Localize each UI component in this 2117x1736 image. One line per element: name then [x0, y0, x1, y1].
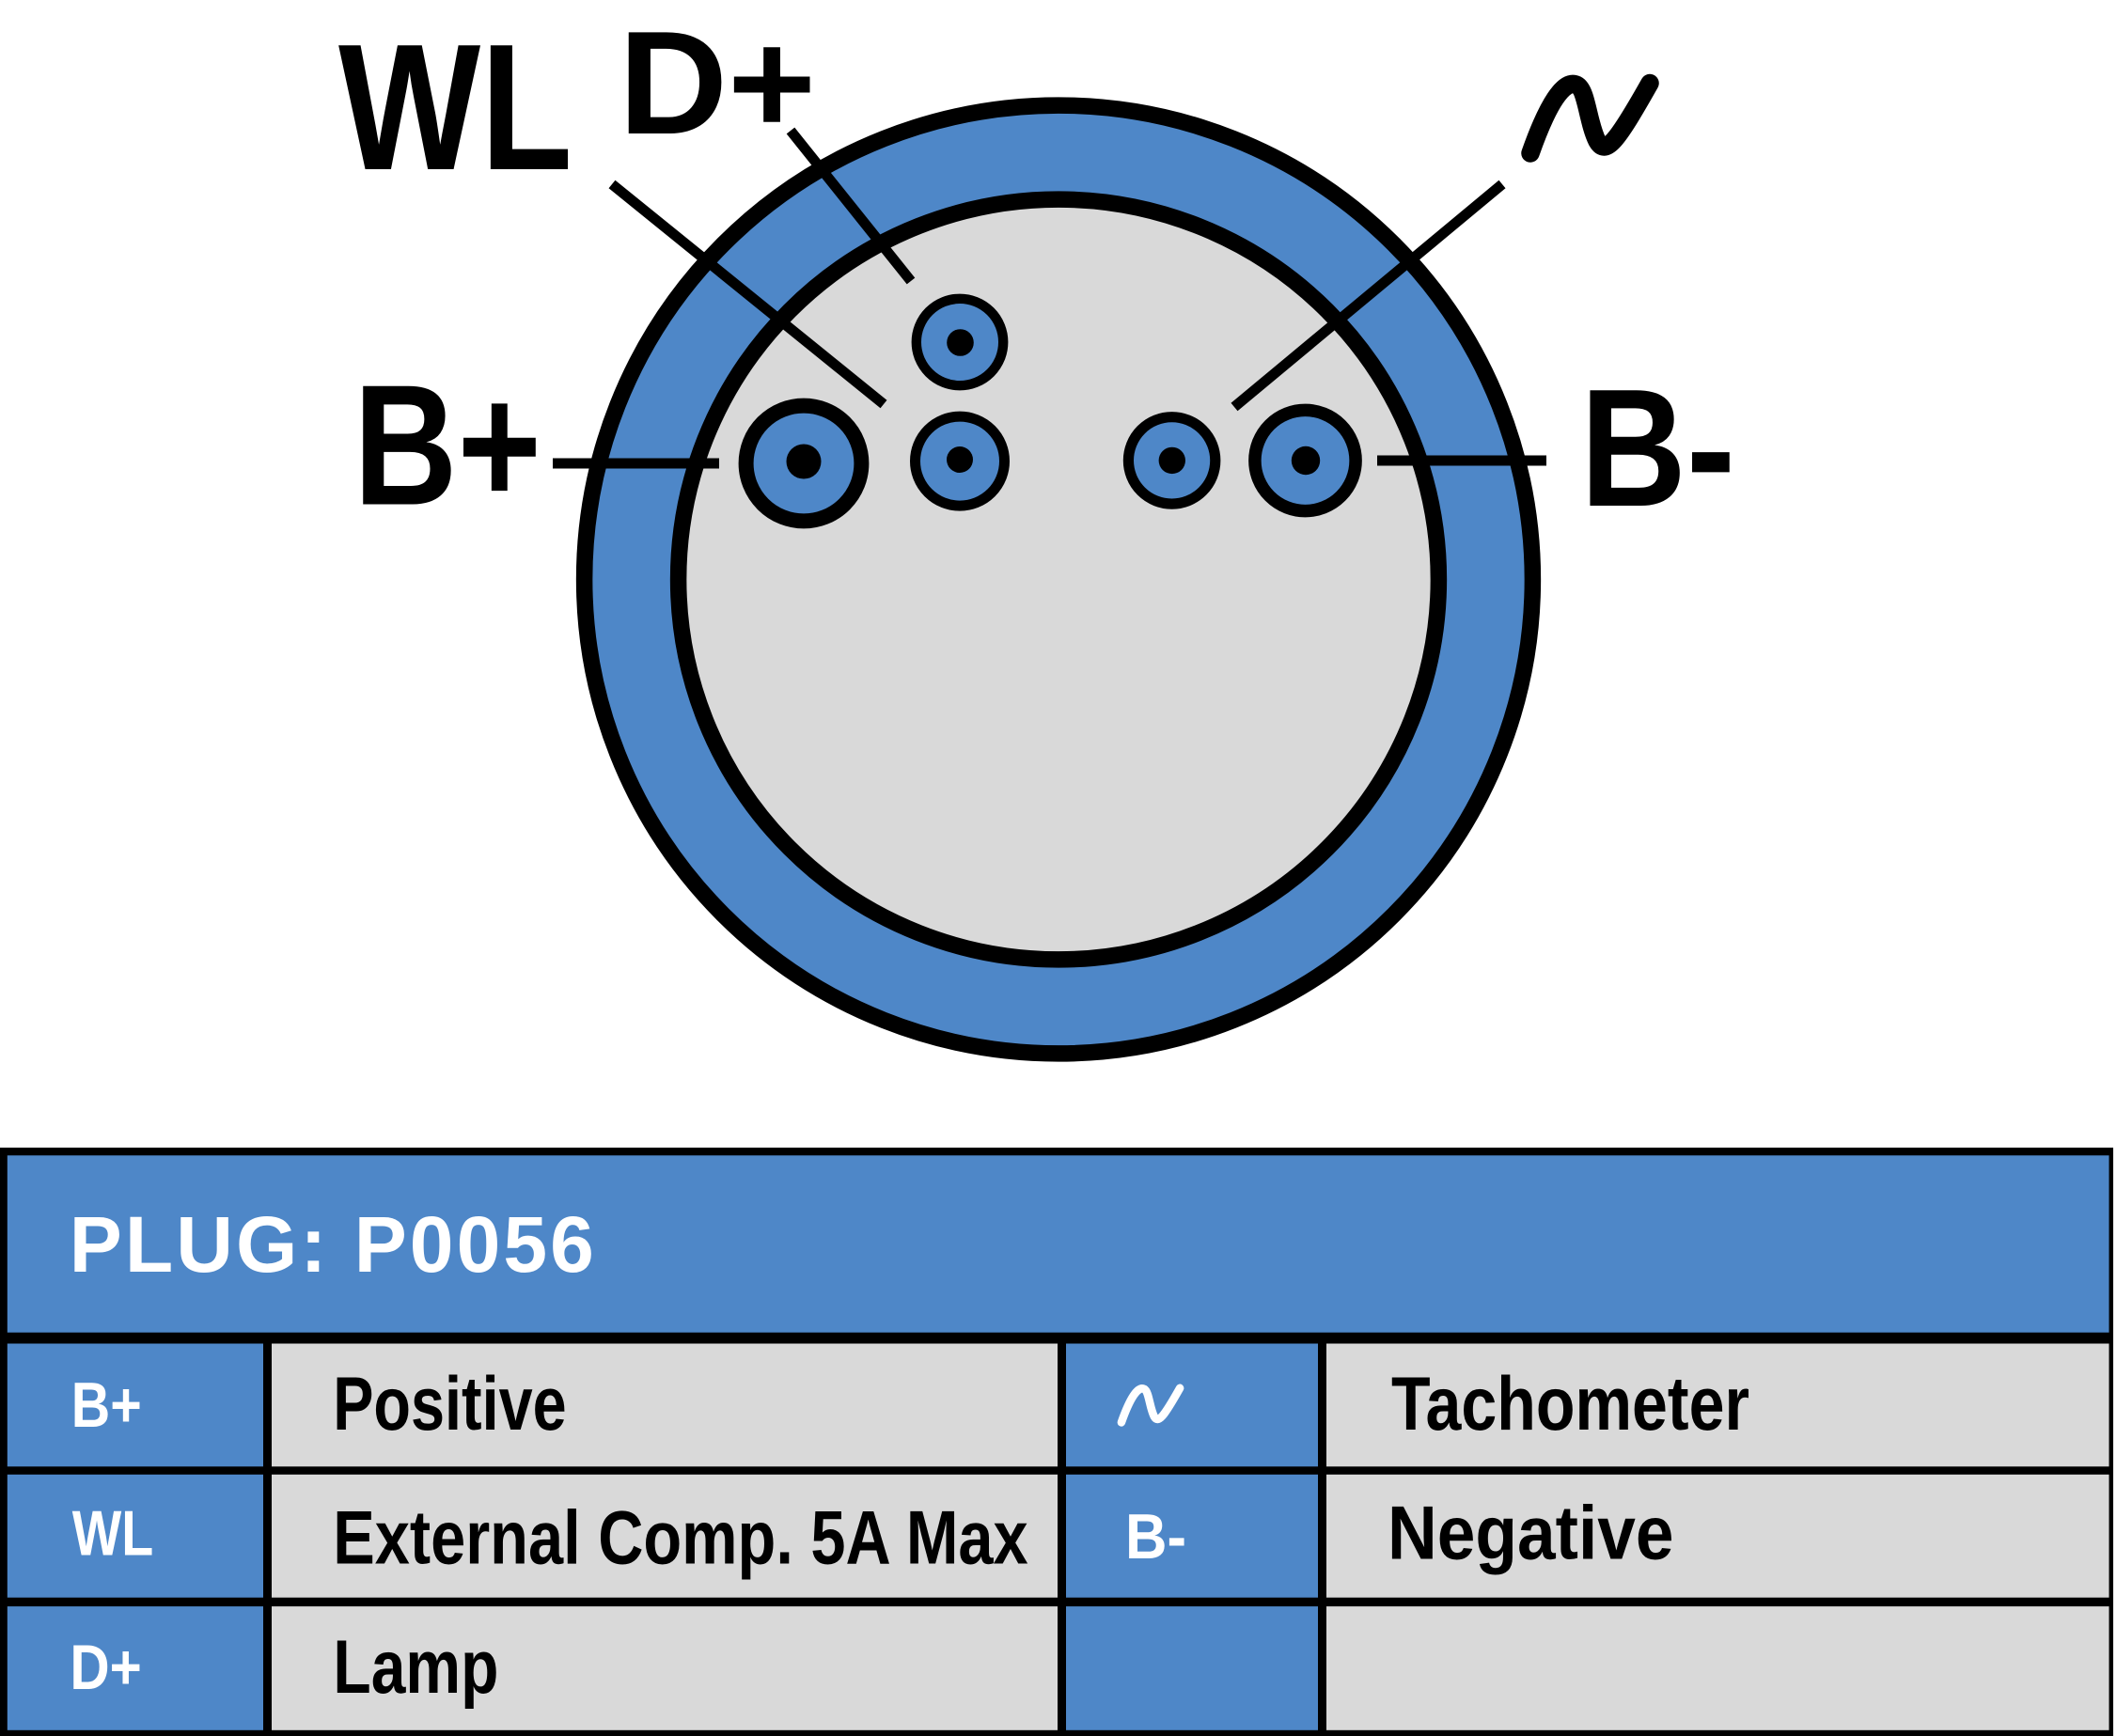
svg-text:Tachometer: Tachometer — [1391, 1362, 1749, 1447]
svg-text:D+: D+ — [70, 1633, 141, 1703]
svg-text:External Comp. 5A Max: External Comp. 5A Max — [333, 1496, 1027, 1581]
svg-text:D+: D+ — [619, 1, 816, 165]
svg-text:PLUG: P0056: PLUG: P0056 — [70, 1200, 594, 1289]
svg-text:WL: WL — [72, 1499, 154, 1570]
svg-text:Negative: Negative — [1388, 1492, 1674, 1576]
svg-text:B+: B+ — [71, 1370, 142, 1441]
svg-text:Positive: Positive — [333, 1362, 567, 1447]
svg-text:B+: B+ — [353, 350, 541, 541]
svg-text:WL: WL — [338, 7, 572, 208]
svg-text:Lamp: Lamp — [333, 1625, 498, 1710]
svg-text:B-: B- — [1580, 353, 1735, 541]
svg-text:B-: B- — [1125, 1502, 1186, 1572]
